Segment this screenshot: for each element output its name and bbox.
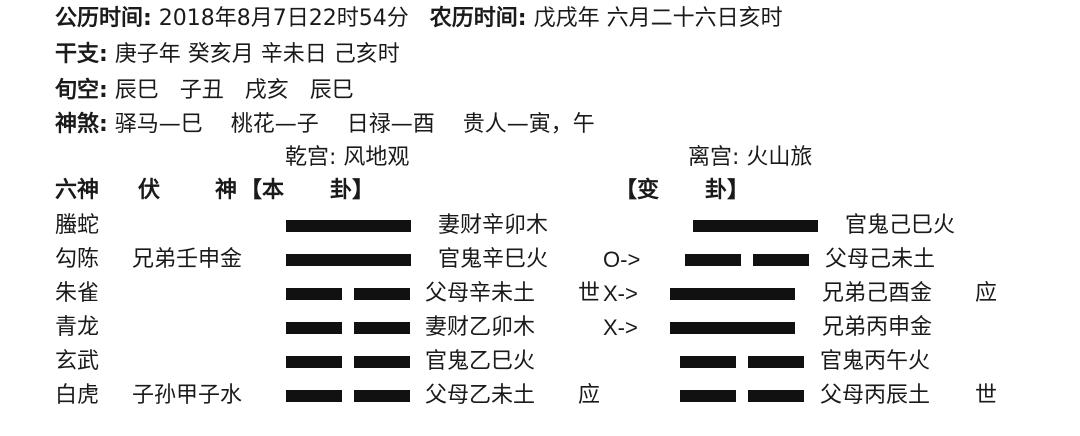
yang-line-segment [670, 288, 795, 300]
liushen-cell: 玄武 [55, 349, 100, 374]
bian-text-cell: 兄弟丙申金 [822, 315, 933, 340]
ben-yao-line [286, 254, 411, 266]
yin-line-segment [286, 322, 342, 334]
bian-yao-line [670, 288, 795, 300]
bian-text-cell: 兄弟己酉金 [822, 281, 933, 306]
ben-text-cell: 妻财乙卯木 [425, 315, 536, 340]
fushen-cell: 子孙甲子水 [132, 383, 243, 408]
yang-line-segment [286, 254, 411, 266]
ben-yao-line [286, 288, 410, 300]
liushen-cell: 青龙 [55, 315, 100, 340]
yin-line-segment [354, 390, 410, 402]
liushen-cell: 白虎 [55, 383, 100, 408]
yang-line-segment [286, 220, 411, 232]
col-shen-header: 神 [215, 178, 238, 203]
bian-yao-line [685, 254, 809, 266]
yin-line-segment [354, 288, 410, 300]
yin-line-segment [685, 254, 741, 266]
ben-palace-title: 乾宫: 风地观 [285, 145, 410, 170]
change-cell: O-> [603, 247, 641, 272]
ben-mark-cell: 应 [578, 383, 601, 408]
bian-mark-cell: 应 [975, 281, 998, 306]
ben-text-cell: 父母辛未土 [425, 281, 536, 306]
ganzhi-line: 干支: 庚子年 癸亥月 辛未日 己亥时 [55, 40, 400, 70]
bian-mark-cell: 世 [975, 383, 998, 408]
yin-line-segment [354, 322, 410, 334]
solar-label: 公历时间: [55, 6, 152, 31]
ganzhi-value: 庚子年 癸亥月 辛未日 己亥时 [107, 42, 400, 67]
shensha-value: 驿马—巳 桃花—子 日禄—酉 贵人—寅，午 [107, 112, 595, 137]
change-cell: X-> [603, 315, 638, 340]
bian-text-cell: 官鬼丙午火 [820, 349, 931, 374]
lunar-value: 戊戌年 六月二十六日亥时 [526, 6, 783, 31]
col-ben-header: 【本 卦】 [240, 178, 374, 203]
ben-yao-line [286, 322, 410, 334]
col-fu-header: 伏 [138, 178, 161, 203]
yin-line-segment [748, 356, 804, 368]
bian-text-cell: 父母己未土 [825, 247, 936, 272]
xunkong-line: 旬空: 辰巳 子丑 戌亥 辰巳 [55, 76, 354, 106]
bian-yao-line [693, 220, 818, 232]
yin-line-segment [286, 390, 342, 402]
yin-line-segment [680, 356, 736, 368]
ben-mark-cell: 世 [578, 281, 601, 306]
solar-value: 2018年8月7日22时54分 [151, 6, 409, 31]
xunkong-label: 旬空: [55, 78, 108, 103]
yin-line-segment [286, 356, 342, 368]
xunkong-value: 辰巳 子丑 戌亥 辰巳 [107, 78, 354, 103]
yin-line-segment [753, 254, 809, 266]
ganzhi-label: 干支: [55, 42, 108, 67]
lunar-label: 农历时间: [429, 6, 527, 31]
shensha-line: 神煞: 驿马—巳 桃花—子 日禄—酉 贵人—寅，午 [55, 110, 595, 140]
yang-line-segment [670, 322, 795, 334]
shensha-label: 神煞: [55, 112, 108, 137]
liushen-cell: 螣蛇 [55, 213, 100, 238]
ben-text-cell: 父母乙未土 [425, 383, 536, 408]
bian-text-cell: 父母丙辰土 [820, 383, 931, 408]
bian-yao-line [670, 322, 795, 334]
ben-yao-line [286, 356, 410, 368]
bian-yao-line [680, 356, 804, 368]
ben-yao-line [286, 220, 411, 232]
change-cell: X-> [603, 281, 638, 306]
ben-text-cell: 官鬼辛巳火 [438, 247, 549, 272]
col-liushen-header: 六神 [55, 178, 100, 203]
liushen-cell: 朱雀 [55, 281, 100, 306]
bian-text-cell: 官鬼己巳火 [845, 213, 956, 238]
solar-lunar-line: 公历时间: 2018年8月7日22时54分 农历时间: 戊戌年 六月二十六日亥时 [55, 4, 783, 34]
yin-line-segment [680, 390, 736, 402]
col-bian-header: 【变 卦】 [615, 178, 749, 203]
liushen-cell: 勾陈 [55, 247, 100, 272]
yang-line-segment [693, 220, 818, 232]
ben-text-cell: 官鬼乙巳火 [425, 349, 536, 374]
fushen-cell: 兄弟壬申金 [132, 247, 243, 272]
yin-line-segment [354, 356, 410, 368]
ben-text-cell: 妻财辛卯木 [438, 213, 549, 238]
yin-line-segment [748, 390, 804, 402]
yin-line-segment [286, 288, 342, 300]
bian-palace-title: 离宫: 火山旅 [688, 145, 813, 170]
bian-yao-line [680, 390, 804, 402]
ben-yao-line [286, 390, 410, 402]
